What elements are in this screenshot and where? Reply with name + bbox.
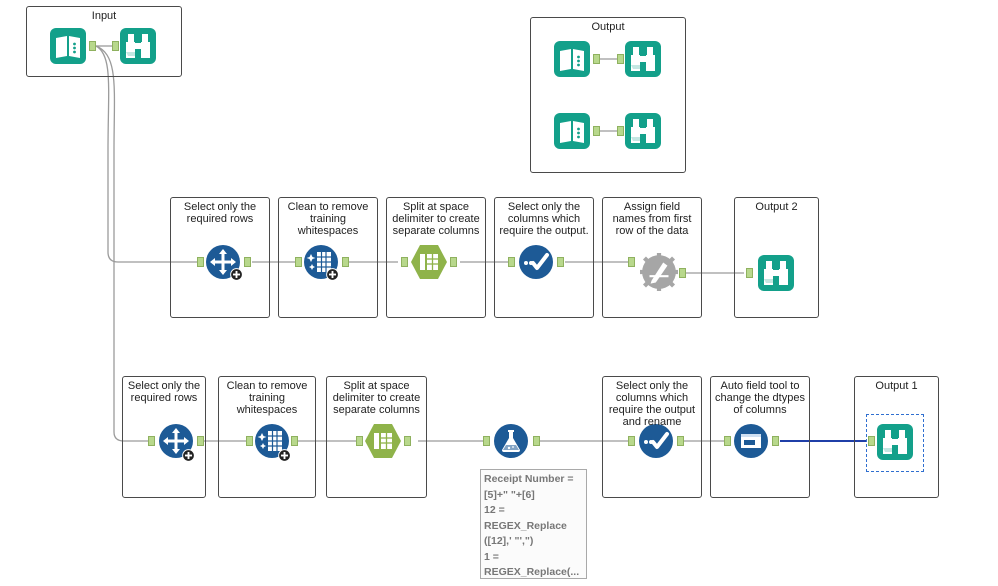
input-anchor[interactable] [197,257,204,267]
input-anchor[interactable] [868,436,875,446]
container-title: Input [91,10,117,22]
container-output-2[interactable]: Output 2 [734,197,819,318]
annotation-line: 12 = [484,504,505,516]
output-anchor[interactable] [404,436,411,446]
container-title: Output [591,21,625,33]
output-anchor[interactable] [593,126,600,136]
container-select-columns-2[interactable]: Select only the columns which require th… [602,376,702,498]
selected-tool-outline [866,414,924,472]
output-anchor[interactable] [197,436,204,446]
annotation-line: Receipt Number = [484,473,574,485]
output-anchor[interactable] [677,436,684,446]
annotation-line: REGEX_Replace [484,519,567,532]
output-anchor[interactable] [342,257,349,267]
container-title: Assign field names from first row of the… [612,201,692,237]
container-title: Select only the columns which require th… [499,201,589,237]
annotation-line: ([12],' "',") [484,535,534,547]
wire-input-to-row2 [95,45,148,442]
container-select-rows-1[interactable]: Select only the required rows [170,197,270,318]
container-output-1[interactable]: Output 1 [854,376,939,498]
annotation-line: 1 = [484,550,499,563]
output-anchor[interactable] [772,436,779,446]
container-title: Output 2 [755,201,798,213]
input-anchor[interactable] [356,436,363,446]
container-clean-2[interactable]: Clean to remove training whitespaces [218,376,316,498]
container-title: Select only the columns which require th… [608,380,696,428]
input-anchor[interactable] [628,436,635,446]
annotation-line: REGEX_Replace(... [484,566,580,578]
container-title: Clean to remove training whitespaces [287,201,369,237]
formula-annotation: Receipt Number = [5]+" "+[6] 12 = REGEX_… [480,469,587,579]
output-anchor[interactable] [291,436,298,446]
annotation-line: [5]+" "+[6] [484,488,535,501]
container-input[interactable]: Input [26,6,182,77]
container-select-rows-2[interactable]: Select only the required rows [122,376,206,498]
container-title: Split at space delimiter to create separ… [332,380,421,416]
container-title: Select only the required rows [127,380,201,404]
input-anchor[interactable] [112,41,119,51]
output-anchor[interactable] [533,436,540,446]
input-anchor[interactable] [148,436,155,446]
input-anchor[interactable] [746,268,753,278]
input-anchor[interactable] [483,436,490,446]
container-title: Auto field tool to change the dtypes of … [715,380,805,416]
output-anchor[interactable] [450,257,457,267]
input-anchor[interactable] [617,54,624,64]
input-anchor[interactable] [246,436,253,446]
container-title: Clean to remove training whitespaces [226,380,308,416]
input-anchor[interactable] [617,126,624,136]
input-anchor[interactable] [628,257,635,267]
input-anchor[interactable] [508,257,515,267]
container-title: Split at space delimiter to create separ… [392,201,480,237]
container-title: Select only the required rows [183,201,257,225]
output-anchor[interactable] [557,257,564,267]
input-anchor[interactable] [295,257,302,267]
container-autofield[interactable]: Auto field tool to change the dtypes of … [710,376,810,498]
container-split-1[interactable]: Split at space delimiter to create separ… [386,197,486,318]
output-anchor[interactable] [89,41,96,51]
container-split-2[interactable]: Split at space delimiter to create separ… [326,376,427,498]
formula-flask-icon[interactable] [494,424,528,458]
container-clean-1[interactable]: Clean to remove training whitespaces [278,197,378,318]
container-output[interactable]: Output [530,17,686,173]
container-title: Output 1 [875,380,918,392]
output-anchor[interactable] [679,268,686,278]
wire-input-to-row1 [95,45,198,263]
input-anchor[interactable] [401,257,408,267]
container-assign-names[interactable]: Assign field names from first row of the… [602,197,702,318]
container-select-columns-1[interactable]: Select only the columns which require th… [494,197,594,318]
input-anchor[interactable] [724,436,731,446]
output-anchor[interactable] [593,54,600,64]
output-anchor[interactable] [244,257,251,267]
